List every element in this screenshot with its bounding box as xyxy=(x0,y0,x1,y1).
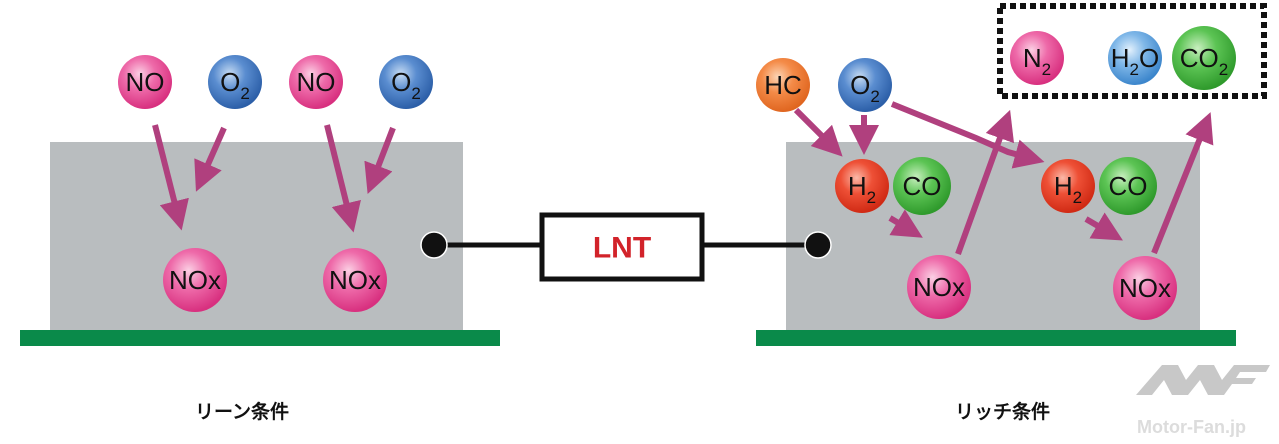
molecule-sphere xyxy=(163,248,227,312)
rich-reductant-molecule: H2 xyxy=(1041,159,1095,213)
motor-fan-logo: Motor-Fan.jp xyxy=(1136,365,1270,437)
product-molecule: H2O xyxy=(1108,31,1162,85)
connector-terminal-right xyxy=(804,231,832,259)
molecule-sphere xyxy=(1041,159,1095,213)
lnt-label: LNT xyxy=(593,232,651,265)
molecule-sphere xyxy=(1108,31,1162,85)
rich-stored-nox: NOx xyxy=(1113,256,1177,320)
molecule-label: NOx xyxy=(1119,273,1171,303)
logo-mark-icon xyxy=(1136,365,1270,395)
molecule-label: NO xyxy=(126,67,165,97)
lean-input-molecule: O2 xyxy=(208,55,262,109)
molecule-label: NOx xyxy=(913,272,965,302)
molecule-label: H2 xyxy=(848,171,876,207)
lean-arrows xyxy=(152,124,396,233)
arrow-h2-to-nox-2 xyxy=(1084,212,1123,241)
product-molecule: CO2 xyxy=(1172,26,1236,90)
molecule-sphere xyxy=(1010,31,1064,85)
rich-base-plate xyxy=(756,330,1236,346)
lean-input-molecule: O2 xyxy=(379,55,433,109)
lean-stored-nox: NOx xyxy=(163,248,227,312)
arrow-h2-to-nox-1 xyxy=(888,209,923,238)
lean-panel xyxy=(20,142,500,346)
molecule-label: NO xyxy=(297,67,336,97)
molecule-label: NOx xyxy=(329,265,381,295)
product-molecule: N2 xyxy=(1010,31,1064,85)
arrow-o2-to-nox-1 xyxy=(194,126,227,192)
rich-arrows xyxy=(793,101,1214,256)
arrow-no-to-nox-2 xyxy=(324,124,361,233)
rich-input-molecule: O2 xyxy=(838,58,892,112)
molecule-label: CO xyxy=(1109,171,1148,201)
molecule-sphere xyxy=(289,55,343,109)
arrow-o2-to-nox-2 xyxy=(364,126,396,195)
molecule-sphere xyxy=(1172,26,1236,90)
molecule-label: N2 xyxy=(1023,43,1051,79)
molecule-label: O2 xyxy=(220,67,250,103)
lean-stored-nox: NOx xyxy=(323,248,387,312)
lnt-connector: LNT xyxy=(420,212,832,282)
rich-reductant-molecule: H2 xyxy=(835,159,889,213)
molecule-sphere xyxy=(208,55,262,109)
molecule-sphere xyxy=(379,55,433,109)
molecule-label: CO xyxy=(903,171,942,201)
lean-input-molecule: NO xyxy=(289,55,343,109)
molecule-label: CO2 xyxy=(1180,43,1228,79)
arrow-nox-to-products-1 xyxy=(955,109,1015,256)
rich-stored-nox: NOx xyxy=(907,255,971,319)
molecule-label: O2 xyxy=(850,70,880,106)
lean-base-plate xyxy=(20,330,500,346)
rich-caption: リッチ条件 xyxy=(955,400,1050,423)
rich-reductant-molecule: CO xyxy=(893,157,951,215)
molecule-label: O2 xyxy=(391,67,421,103)
molecule-sphere xyxy=(323,248,387,312)
lean-substrate xyxy=(50,142,463,330)
molecule-sphere xyxy=(118,55,172,109)
rich-reductant-molecule: CO xyxy=(1099,157,1157,215)
molecule-sphere xyxy=(1113,256,1177,320)
molecule-label: NOx xyxy=(169,265,221,295)
molecule-sphere xyxy=(1099,157,1157,215)
arrow-hc-to-h2 xyxy=(793,107,843,157)
logo-text: Motor-Fan.jp xyxy=(1137,417,1246,437)
molecule-label: H2O xyxy=(1111,43,1159,79)
lnt-box xyxy=(539,212,705,282)
arrow-o2-to-h2-second xyxy=(890,101,1045,169)
molecule-label: H2 xyxy=(1054,171,1082,207)
molecule-sphere xyxy=(907,255,971,319)
rich-input-molecule: HC xyxy=(756,58,810,112)
arrow-no-to-nox-1 xyxy=(152,124,189,231)
molecule-sphere xyxy=(756,58,810,112)
connector-terminal-left xyxy=(420,231,448,259)
arrow-nox-to-products-2 xyxy=(1151,112,1214,255)
molecule-label: HC xyxy=(764,70,802,100)
lean-input-molecule: NO xyxy=(118,55,172,109)
molecule-sphere xyxy=(893,157,951,215)
lean-caption: リーン条件 xyxy=(195,400,289,423)
molecule-sphere xyxy=(835,159,889,213)
molecule-sphere xyxy=(838,58,892,112)
